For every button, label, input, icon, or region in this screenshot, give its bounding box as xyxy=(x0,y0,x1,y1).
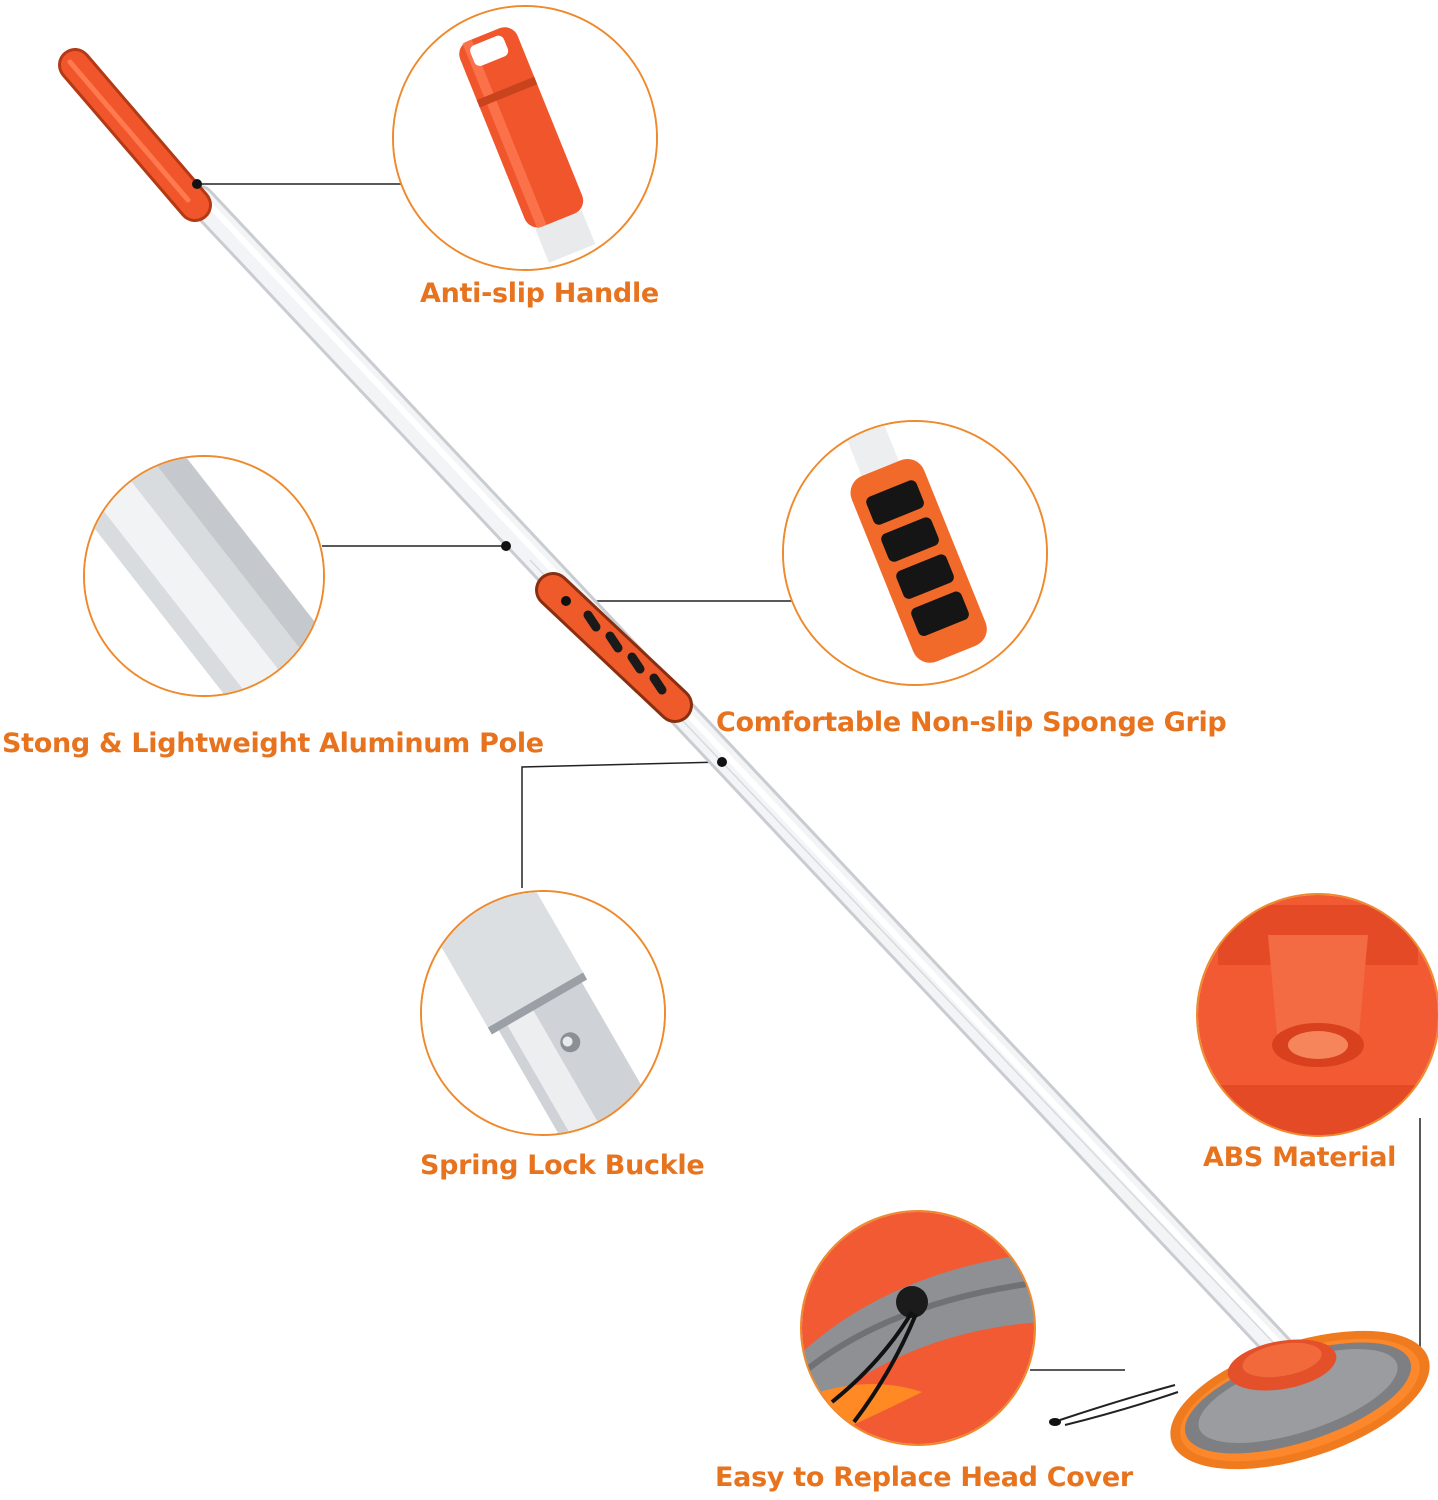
anti-slip-handle-closeup xyxy=(392,5,658,271)
top-handle xyxy=(58,48,212,222)
pole-closeup-icon xyxy=(85,457,323,695)
sponge-grip xyxy=(535,572,693,723)
aluminum-pole-label: Stong & Lightweight Aluminum Pole xyxy=(2,728,544,759)
head-cover-label: Easy to Replace Head Cover xyxy=(715,1462,1133,1493)
spring-lock-closeup xyxy=(420,890,666,1136)
head-cover-closeup xyxy=(800,1210,1036,1446)
head-cover-closeup-icon xyxy=(802,1212,1034,1444)
mop-head xyxy=(1049,1330,1430,1470)
abs-material-label: ABS Material xyxy=(1203,1142,1397,1173)
leader-lines xyxy=(197,183,1421,1371)
handle-closeup-icon xyxy=(394,7,656,269)
abs-material-closeup xyxy=(1196,893,1438,1137)
sponge-grip-label: Comfortable Non-slip Sponge Grip xyxy=(716,707,1227,738)
pole xyxy=(185,185,1305,1375)
sponge-grip-closeup xyxy=(782,420,1048,686)
aluminum-pole-closeup xyxy=(83,455,325,697)
spring-lock-closeup-icon xyxy=(422,892,664,1134)
anti-slip-handle-label: Anti-slip Handle xyxy=(420,278,659,309)
spring-lock-label: Spring Lock Buckle xyxy=(420,1150,705,1181)
sponge-grip-closeup-icon xyxy=(784,422,1046,684)
abs-socket-closeup-icon xyxy=(1198,895,1438,1135)
